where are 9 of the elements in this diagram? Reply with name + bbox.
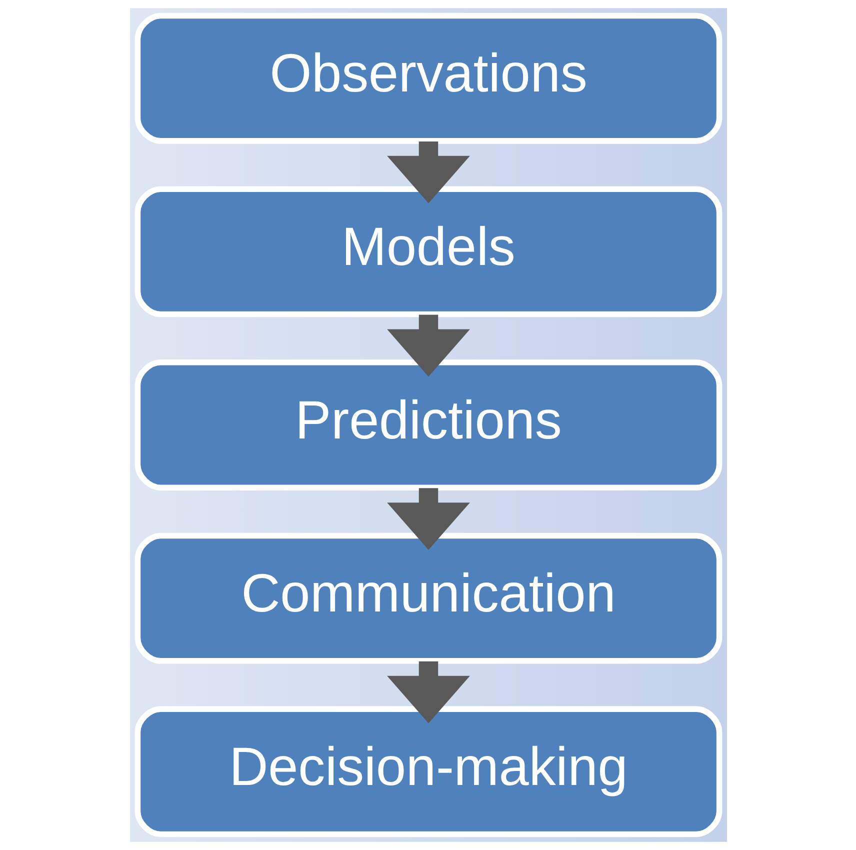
node-box: Communication [134, 532, 722, 664]
arrow [386, 314, 470, 377]
node-box: Decision-making [134, 706, 722, 838]
arrow [386, 141, 470, 204]
node-box: Predictions [134, 360, 722, 490]
node-box: Models [134, 186, 722, 318]
arrow [386, 488, 470, 550]
arrow [386, 661, 470, 724]
node-box: Observations [134, 12, 722, 144]
